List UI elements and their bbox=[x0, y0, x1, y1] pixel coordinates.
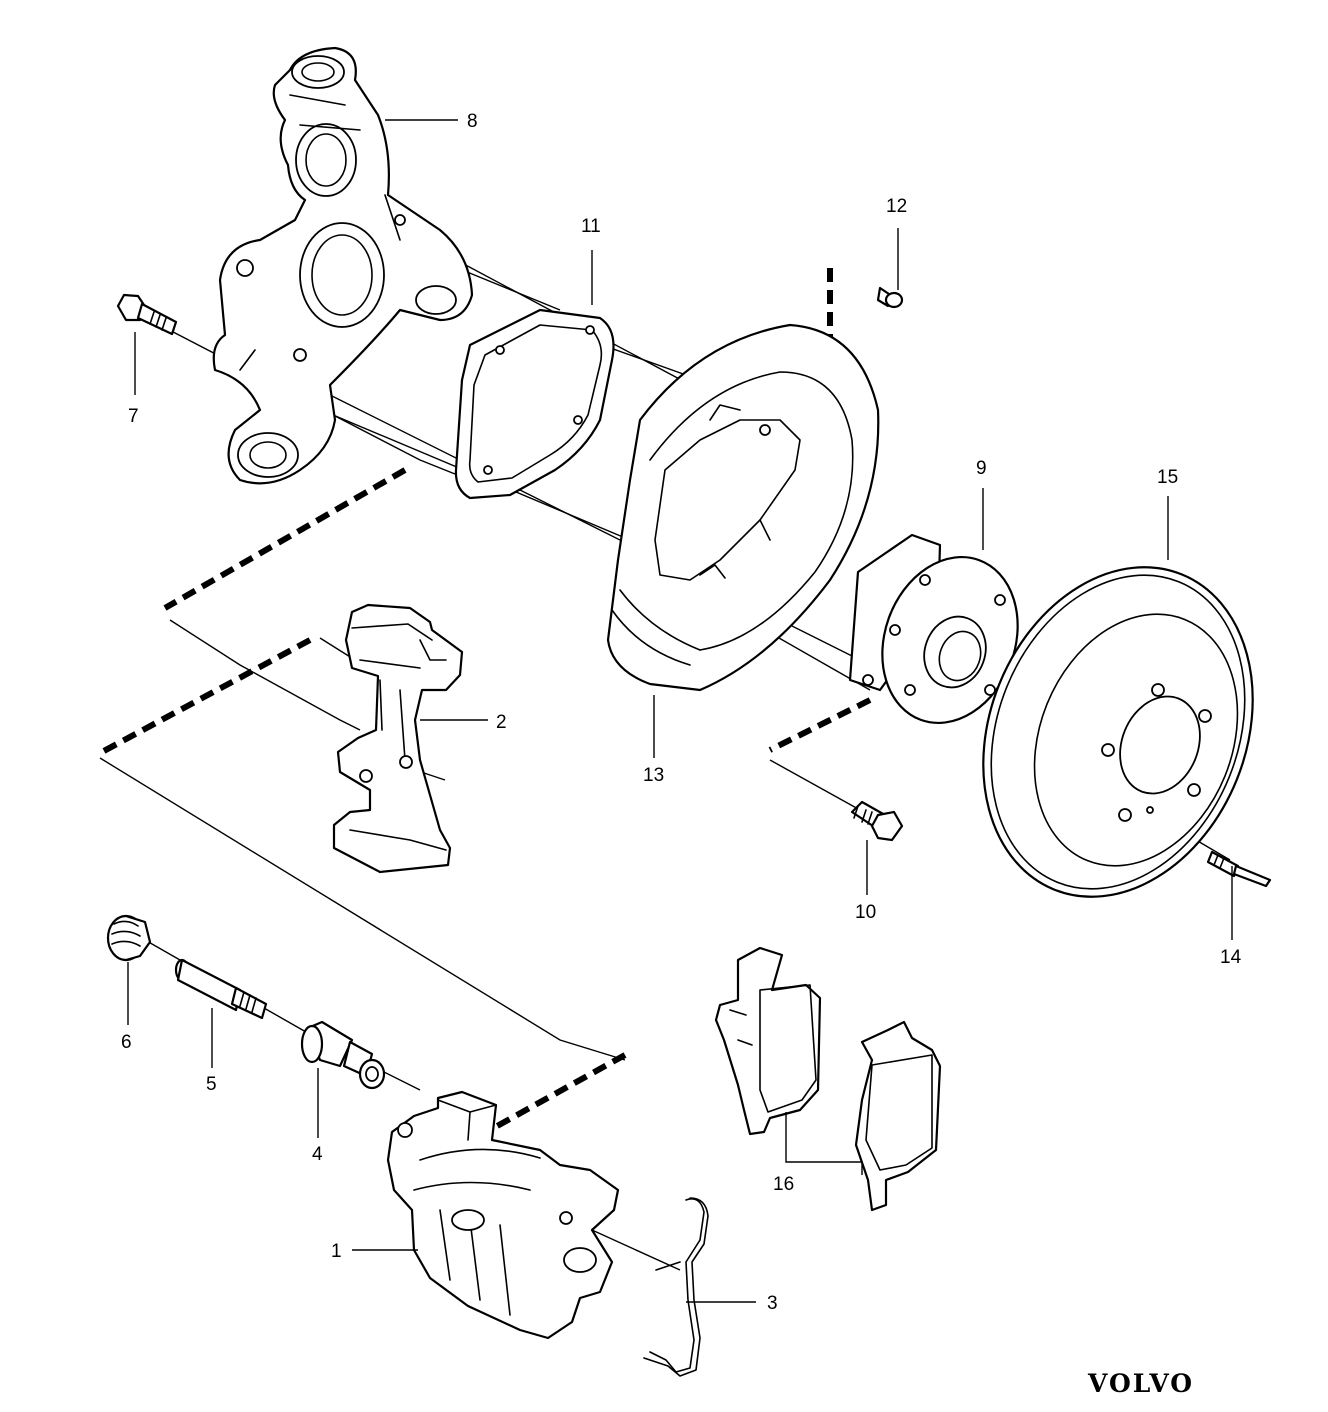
dust-cap bbox=[106, 914, 152, 962]
callout-labels: 8 11 12 9 15 7 2 13 10 14 6 5 4 16 1 3 bbox=[121, 111, 1242, 1314]
callout-10: 10 bbox=[855, 902, 876, 923]
callout-14: 14 bbox=[1220, 947, 1242, 968]
brake-pads bbox=[714, 946, 942, 1212]
spring-clip bbox=[643, 1197, 709, 1377]
callout-12: 12 bbox=[886, 196, 907, 217]
disc-screw bbox=[1206, 850, 1272, 888]
hub-bearing bbox=[848, 533, 1019, 725]
brake-disc bbox=[982, 566, 1254, 898]
guide-pin bbox=[174, 958, 268, 1020]
volvo-logo: VOLVO bbox=[1087, 1369, 1194, 1398]
callout-13: 13 bbox=[643, 765, 664, 786]
callout-9: 9 bbox=[976, 458, 987, 479]
callout-6: 6 bbox=[121, 1032, 132, 1053]
caliper-carrier bbox=[332, 603, 464, 874]
bolt-10 bbox=[850, 800, 904, 842]
steering-knuckle bbox=[212, 46, 474, 485]
callout-15: 15 bbox=[1157, 467, 1178, 488]
brake-caliper bbox=[386, 1090, 620, 1340]
callout-1: 1 bbox=[331, 1241, 342, 1262]
bolt-7 bbox=[116, 293, 178, 336]
callout-7: 7 bbox=[128, 406, 139, 427]
bushing bbox=[300, 1020, 386, 1090]
callout-11: 11 bbox=[581, 216, 601, 237]
callout-5: 5 bbox=[206, 1074, 217, 1095]
gasket bbox=[454, 308, 615, 500]
bolt-12 bbox=[876, 286, 904, 309]
backing-plate bbox=[606, 323, 880, 692]
callout-2: 2 bbox=[496, 712, 507, 733]
callout-4: 4 bbox=[312, 1144, 323, 1165]
callout-8: 8 bbox=[467, 111, 478, 132]
callout-3: 3 bbox=[767, 1293, 778, 1314]
callout-leaders bbox=[127, 119, 1233, 1303]
callout-16: 16 bbox=[773, 1174, 794, 1195]
